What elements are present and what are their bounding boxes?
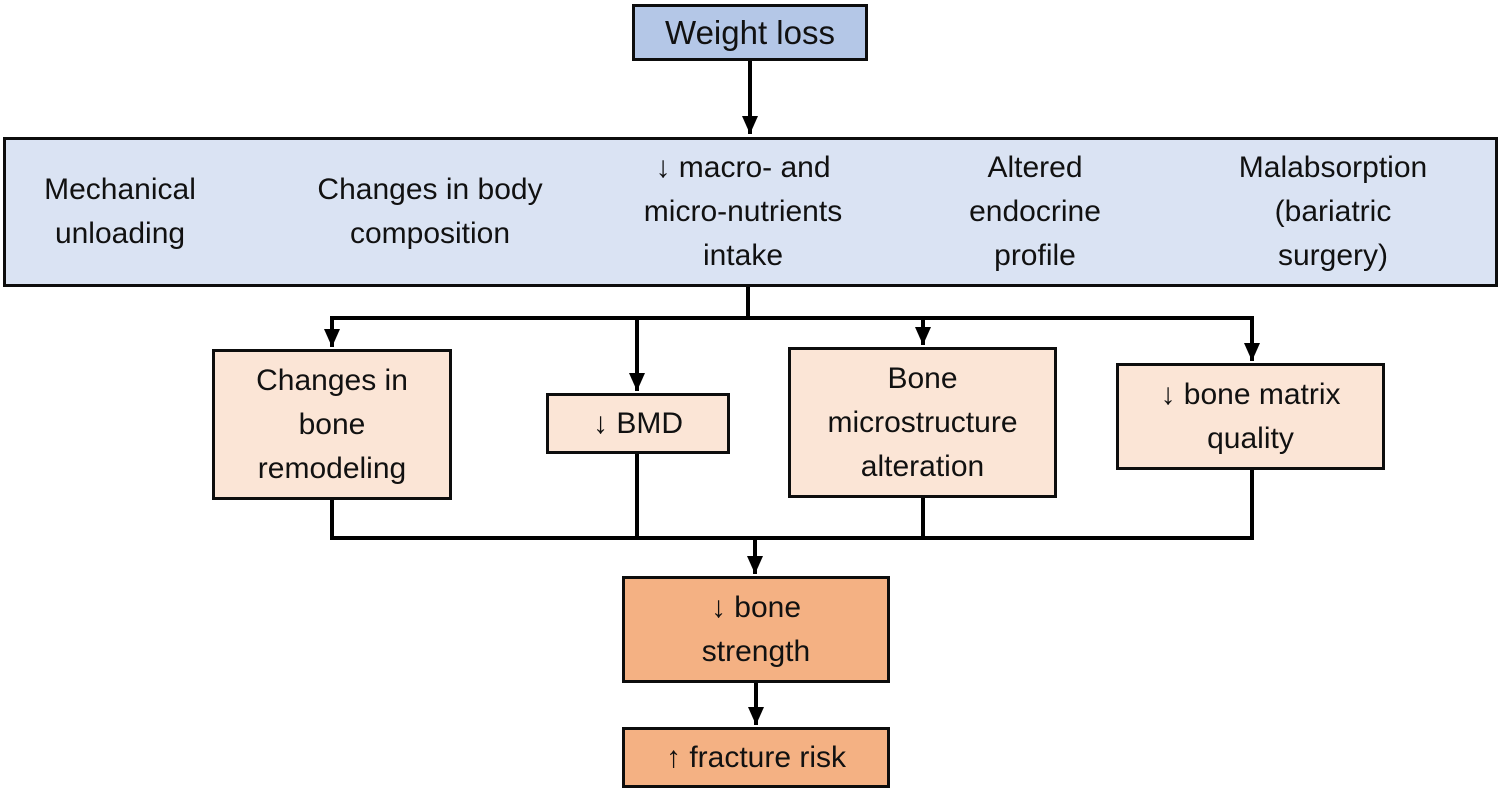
node-bmd: ↓ BMD bbox=[546, 393, 730, 454]
node-bone-strength-label: ↓ bone strength bbox=[701, 590, 811, 668]
node-bone-microstructure-label: Bone microstructure alteration bbox=[827, 361, 1018, 483]
band-item-nutrients-intake: ↓ macro- and micro-nutrients intake bbox=[643, 151, 843, 272]
node-weight-loss: Weight loss bbox=[632, 4, 868, 61]
node-fracture-risk-label: ↑ fracture risk bbox=[665, 740, 847, 774]
band-item-malabsorption: Malabsorption (bariatric surgery) bbox=[1238, 151, 1428, 272]
band-item-endocrine-profile: Altered endocrine profile bbox=[969, 151, 1101, 272]
node-changes-in-bone-remodeling-label: Changes in bone remodeling bbox=[256, 363, 408, 485]
node-bone-matrix-quality: ↓ bone matrix quality bbox=[1116, 363, 1385, 470]
node-bone-strength: ↓ bone strength bbox=[622, 576, 890, 683]
node-weight-loss-label: Weight loss bbox=[665, 13, 835, 51]
band-item-body-composition: Changes in body composition bbox=[317, 173, 543, 250]
node-bmd-label: ↓ BMD bbox=[593, 406, 683, 440]
node-bone-microstructure: Bone microstructure alteration bbox=[788, 347, 1057, 498]
band-item-mechanical-unloading: Mechanical unloading bbox=[44, 173, 196, 250]
node-changes-in-bone-remodeling: Changes in bone remodeling bbox=[212, 349, 452, 500]
node-fracture-risk: ↑ fracture risk bbox=[622, 727, 890, 788]
causes-band: Mechanical unloading Changes in body com… bbox=[3, 137, 1498, 287]
node-bone-matrix-quality-label: ↓ bone matrix quality bbox=[1160, 377, 1341, 455]
